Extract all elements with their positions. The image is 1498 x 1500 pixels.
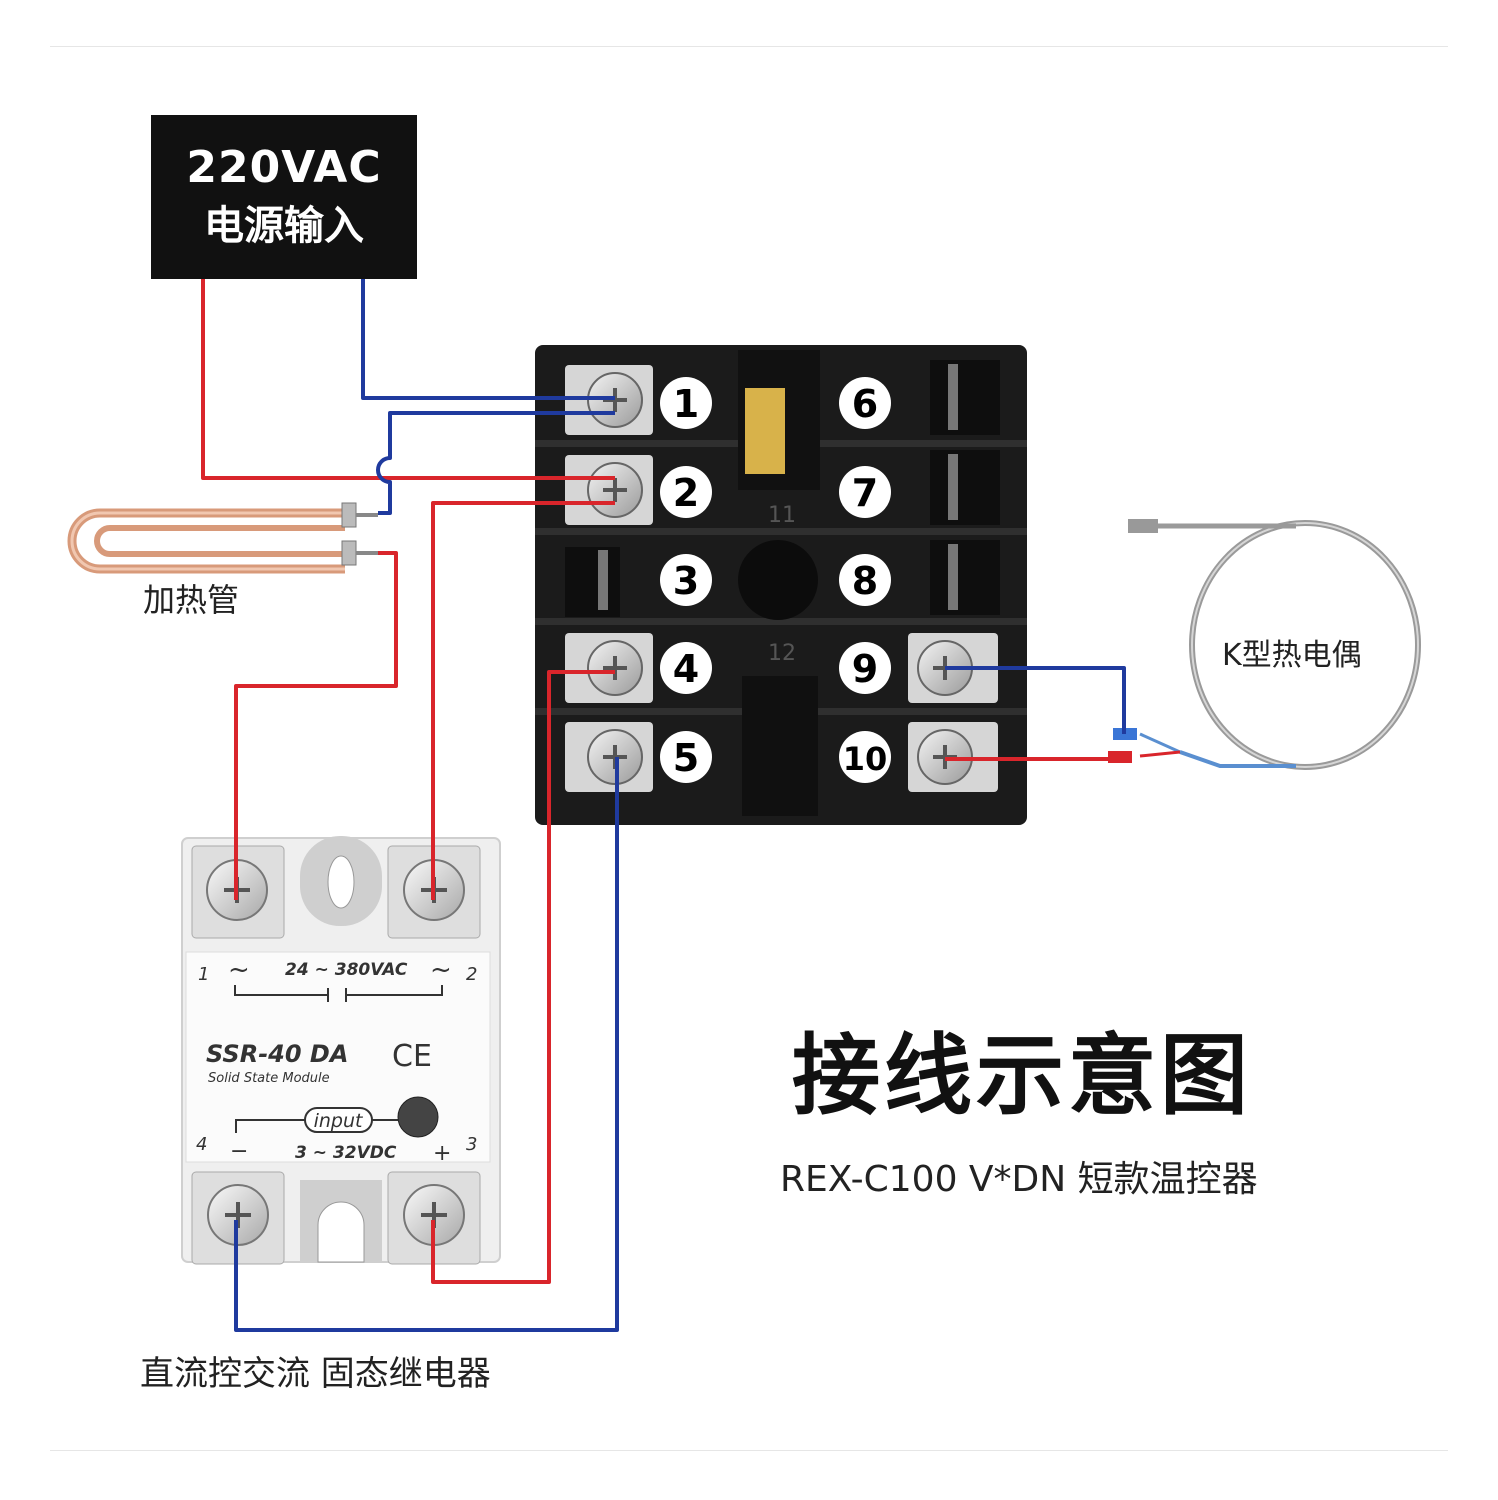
- terminal-number-10: 10: [839, 731, 891, 783]
- controller-rib: [535, 528, 1027, 535]
- ssr-pin3: 3: [466, 1134, 477, 1155]
- svg-text:4: 4: [673, 647, 699, 691]
- marking-11: 11: [768, 503, 796, 528]
- screw-terminal-5: [565, 722, 653, 792]
- svg-text:2: 2: [673, 471, 699, 515]
- ssr-module-text: Solid State Module: [208, 1071, 330, 1086]
- diagram-title: 接线示意图: [792, 1024, 1253, 1127]
- wire-t9-probe: [945, 666, 1126, 734]
- spade-lug-red: [1108, 751, 1132, 763]
- ssr-ac-range: 24 ~ 380VAC: [285, 960, 408, 980]
- empty-slot-8: [930, 540, 1000, 615]
- controller-center-hole: [738, 540, 818, 620]
- svg-text:9: 9: [852, 647, 878, 691]
- svg-text:1: 1: [673, 382, 699, 426]
- wiring: [201, 279, 1126, 1332]
- ssr-tilde-right: ~: [430, 955, 452, 985]
- svg-text:3: 3: [673, 559, 699, 603]
- diagram-subtitle: REX-C100 V*DN 短款温控器: [780, 1159, 1258, 1200]
- empty-slot-3-pin: [598, 550, 608, 610]
- marking-12: 12: [768, 641, 796, 666]
- svg-text:10: 10: [843, 740, 888, 778]
- terminal-number-9: 9: [839, 642, 891, 694]
- empty-slot-7: [930, 450, 1000, 525]
- screw-terminal-4: [565, 633, 653, 703]
- ssr-screw-4: [191, 1171, 285, 1265]
- svg-text:5: 5: [673, 736, 699, 780]
- ssr-pin2: 2: [466, 964, 477, 985]
- terminal-number-2: 2: [660, 466, 712, 518]
- ssr-tilde-left: ~: [228, 955, 250, 985]
- wire-t2-ssr2: [431, 501, 615, 900]
- probe-tip: [1128, 519, 1158, 533]
- heater-label: 加热管: [143, 581, 240, 619]
- ssr-minus: −: [230, 1139, 248, 1164]
- thermocouple-label: K型热电偶: [1222, 638, 1362, 673]
- ssr-model: SSR-40 DA: [206, 1040, 348, 1068]
- svg-text:8: 8: [852, 559, 878, 603]
- empty-slot-6: [930, 360, 1000, 435]
- terminal-number-6: 6: [839, 377, 891, 429]
- wire-heater-blue: [376, 411, 615, 515]
- ssr-label: 直流控交流 固态继电器: [140, 1354, 491, 1394]
- heater-tube: [67, 502, 378, 574]
- wire-power-red: [201, 279, 615, 480]
- power-voltage: 220VAC: [186, 142, 382, 193]
- terminal-number-3: 3: [660, 554, 712, 606]
- bottom-divider: [50, 1450, 1448, 1451]
- controller-lower-slot: [742, 676, 818, 816]
- solid-state-relay: 1 ~ 24 ~ 380VAC ~ 2 SSR-40 DA Solid Stat…: [181, 836, 501, 1265]
- empty-slot-7-pin: [948, 454, 958, 520]
- svg-text:6: 6: [852, 382, 878, 426]
- wire-t5-ssr4: [234, 757, 619, 1332]
- wire-heater-ssr1: [234, 551, 398, 900]
- temperature-controller: 11 12: [535, 345, 1027, 825]
- power-label: 电源输入: [204, 203, 364, 249]
- terminal-number-1: 1: [660, 377, 712, 429]
- empty-slot-6-pin: [948, 364, 958, 430]
- thermocouple-probe: [1108, 519, 1421, 770]
- ssr-pin1: 1: [198, 964, 209, 985]
- ssr-pin4: 4: [196, 1134, 207, 1155]
- ssr-ce-mark: CE: [392, 1039, 432, 1074]
- controller-latch: [745, 388, 785, 474]
- ssr-plus: +: [433, 1141, 451, 1166]
- terminal-number-7: 7: [839, 466, 891, 518]
- ssr-dc-range: 3 ~ 32VDC: [295, 1143, 397, 1163]
- empty-slot-8-pin: [948, 544, 958, 610]
- terminal-number-5: 5: [660, 731, 712, 783]
- power-input-box: 220VAC 电源输入: [151, 115, 417, 279]
- wire-t4-ssr3: [431, 670, 615, 1284]
- wire-power-blue: [361, 279, 615, 400]
- ssr-indicator-led: [397, 1096, 439, 1138]
- top-divider: [50, 46, 1448, 47]
- ssr-input-text: input: [314, 1110, 364, 1132]
- controller-rib: [535, 618, 1027, 625]
- screw-terminal-2: [565, 455, 653, 525]
- svg-text:7: 7: [852, 471, 878, 515]
- empty-slot-3: [565, 547, 620, 617]
- terminal-number-8: 8: [839, 554, 891, 606]
- terminal-number-4: 4: [660, 642, 712, 694]
